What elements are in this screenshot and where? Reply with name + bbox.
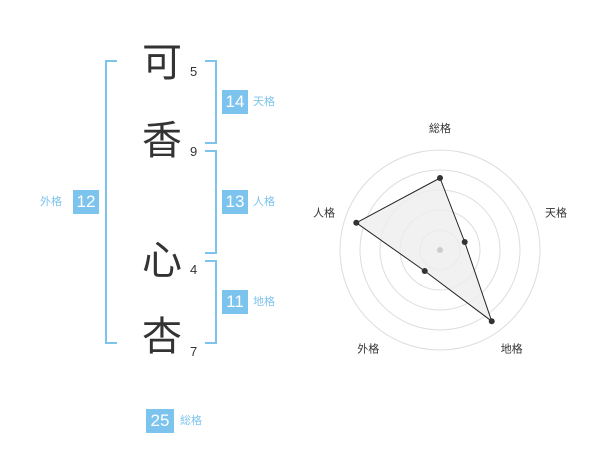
soukaku-value: 25 [146,409,174,433]
radar-point-5 [353,219,360,226]
radar-axis-label-3: 地格 [501,342,523,356]
radar-axis-label-5: 人格 [313,205,335,219]
radar-axis-label-4: 外格 [357,342,379,356]
radar-series-polygon [355,177,493,323]
tenkaku-value: 14 [222,90,248,114]
stroke-count-1: 5 [190,64,198,79]
jinkaku-value: 13 [222,190,248,214]
gaikaku-bracket [105,60,117,344]
name-char-3: 心 [142,238,182,284]
soukaku-label: 総格 [180,414,202,427]
name-char-4: 杏 [142,314,182,360]
gaikaku-value: 12 [73,190,99,214]
radar-ring-4 [359,169,521,331]
gaikaku-label: 外格 [40,195,62,208]
chikaku-value: 11 [222,290,248,314]
radar-ring-5 [339,149,541,351]
tenkaku-bracket [205,60,217,144]
radar-point-4 [421,268,428,275]
name-char-2: 香 [142,118,182,164]
stroke-count-3: 4 [190,262,198,277]
stroke-count-4: 7 [190,344,198,359]
radar-point-1 [437,175,443,181]
radar-axis-label-1: 総格 [429,121,451,135]
radar-axis-label-2: 天格 [545,205,567,219]
stroke-count-2: 9 [190,144,198,159]
jinkaku-label: 人格 [253,195,275,208]
chikaku-label: 地格 [253,295,275,308]
jinkaku-bracket [205,150,217,254]
radar-point-2 [461,238,468,245]
radar-center-dot [437,247,443,253]
chikaku-bracket [205,260,217,344]
name-char-1: 可 [142,40,182,86]
radar-point-3 [488,318,495,325]
tenkaku-label: 天格 [253,95,275,108]
